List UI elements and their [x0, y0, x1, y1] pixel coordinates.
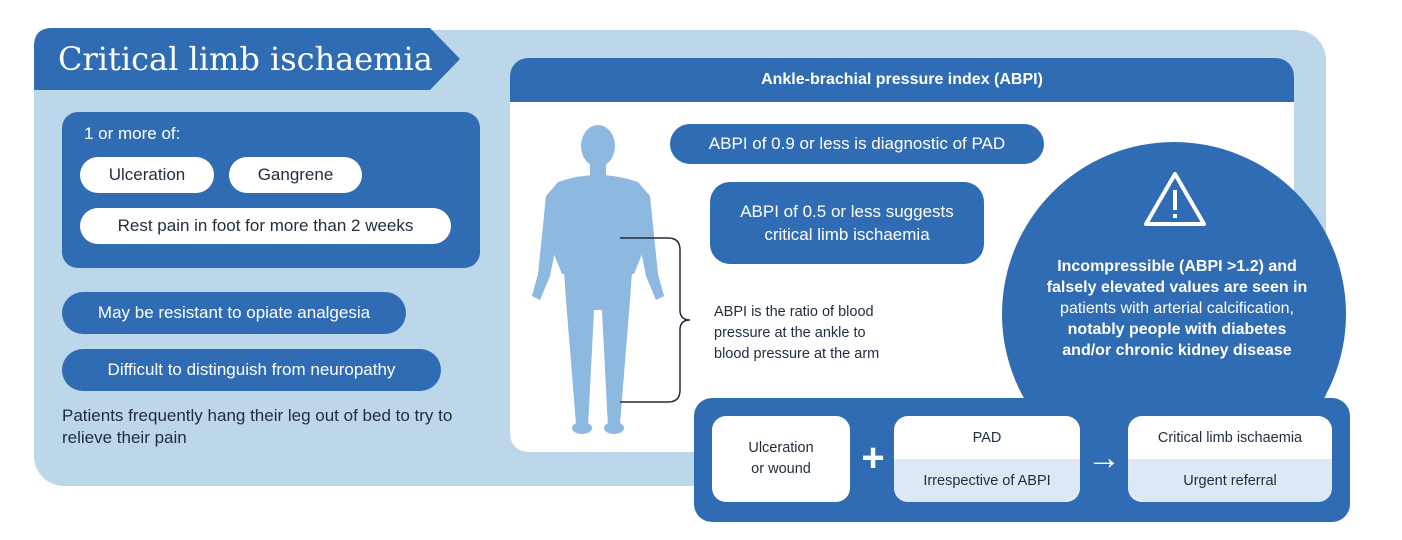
- warning-line3: patients with arterial calcification,: [1060, 300, 1294, 317]
- flow-box-critical: Critical limb ischaemia Urgent referral: [1128, 416, 1332, 502]
- page-title: Critical limb ischaemia: [58, 40, 433, 78]
- flow-box1-line1: Ulceration: [748, 440, 814, 456]
- abpi-critical-line2: critical limb ischaemia: [764, 225, 930, 244]
- warning-text: Incompressible (ABPI >1.2) and falsely e…: [1022, 256, 1332, 361]
- title-banner: [34, 28, 460, 90]
- arrow-right-icon: →: [1087, 439, 1121, 477]
- bracket-line: [620, 237, 691, 403]
- symptom-pill-gangrene: Gangrene: [229, 157, 362, 193]
- symptoms-heading: 1 or more of:: [84, 124, 181, 143]
- warning-line4: notably people with diabetes: [1067, 321, 1287, 338]
- ratio-line1: ABPI is the ratio of blood: [714, 304, 874, 320]
- feature-pill-opiate: May be resistant to opiate analgesia: [62, 292, 406, 334]
- ratio-line2: pressure at the ankle to: [714, 325, 866, 341]
- abpi-header: Ankle-brachial pressure index (ABPI): [510, 58, 1294, 102]
- symptom-pill-rest-pain: Rest pain in foot for more than 2 weeks: [80, 208, 451, 244]
- flow-box3-bottom: Urgent referral: [1128, 459, 1332, 502]
- flow-box3-top: Critical limb ischaemia: [1157, 429, 1303, 446]
- abpi-critical-line1: ABPI of 0.5 or less suggests: [740, 202, 954, 221]
- human-body-illustration: [532, 125, 664, 434]
- note-text: Patients frequently hang their leg out o…: [62, 406, 453, 447]
- symptom-pill-ulceration: Ulceration: [80, 157, 214, 193]
- warning-line1: Incompressible (ABPI >1.2) and: [1057, 258, 1297, 275]
- feature-pill-neuropathy: Difficult to distinguish from neuropathy: [62, 349, 441, 391]
- abpi-critical-pill: ABPI of 0.5 or less suggests critical li…: [710, 182, 984, 264]
- flow-box1-line2: or wound: [751, 461, 811, 477]
- flow-box2-top: PAD: [972, 429, 1002, 446]
- flow-box2-bottom: Irrespective of ABPI: [894, 459, 1080, 502]
- plus-icon: +: [861, 436, 885, 480]
- flow-box-pad: PAD Irrespective of ABPI: [894, 416, 1080, 502]
- warning-triangle-icon: [1144, 172, 1206, 226]
- flow-box-ulceration: Ulceration or wound: [712, 416, 850, 502]
- warning-line2: falsely elevated values are seen in: [1046, 279, 1308, 296]
- ratio-line3: blood pressure at the arm: [714, 346, 880, 362]
- abpi-diagnostic-pill: ABPI of 0.9 or less is diagnostic of PAD: [670, 124, 1044, 164]
- abpi-ratio-text: ABPI is the ratio of blood pressure at t…: [714, 302, 914, 365]
- warning-line5: and/or chronic kidney disease: [1062, 342, 1292, 359]
